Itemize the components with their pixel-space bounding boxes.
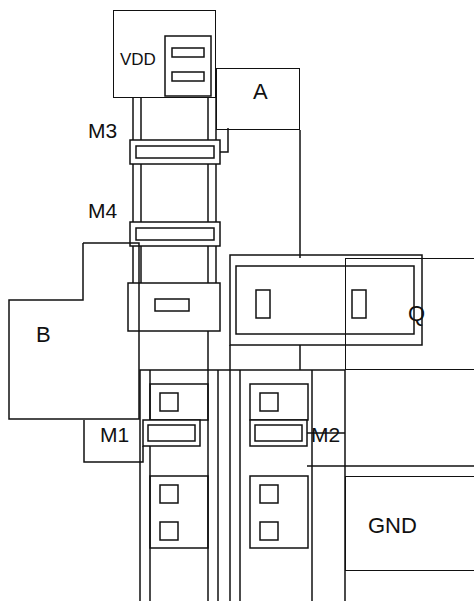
region-label: GND [368, 515, 474, 537]
contact-cut [160, 393, 178, 411]
poly-wire [220, 128, 228, 152]
transistor-gate [130, 222, 220, 246]
transistor-gate [148, 425, 195, 441]
diffusion-edge [239, 370, 241, 601]
transistor-gate [143, 420, 200, 446]
transistor-name: M2 [311, 424, 340, 445]
vdd-contact [165, 36, 211, 96]
contact-frame [150, 384, 208, 420]
contact-cut [160, 522, 178, 540]
poly-wire [299, 345, 301, 370]
diffusion-edge [132, 98, 134, 283]
contact-cut [172, 48, 204, 57]
input-region: A [216, 68, 300, 130]
diffusion-edge [207, 331, 209, 601]
metal-wire [307, 465, 345, 467]
metal-output [236, 266, 414, 334]
diffusion-edge [140, 98, 142, 283]
region-label: B [36, 324, 168, 346]
output-region: Q [345, 258, 474, 370]
diffusion-edge [217, 370, 219, 601]
diffusion-edge [311, 370, 313, 601]
transistor-gate [255, 425, 302, 441]
region-label: Q [408, 303, 474, 325]
region-outline [9, 243, 139, 419]
contact-cut [160, 485, 178, 503]
contact-cut [260, 522, 278, 540]
transistor-name: M1 [100, 424, 129, 445]
transistor-gate [130, 140, 220, 164]
supply-region: VDD [113, 10, 216, 98]
metal-output [230, 255, 422, 345]
diffusion-edge [207, 98, 209, 283]
contact-frame [150, 476, 208, 548]
n-diffusion [140, 370, 345, 601]
metal-wire [345, 465, 474, 467]
contact-cut [260, 393, 278, 411]
region-label: VDD [120, 51, 221, 68]
contact-cut [155, 299, 189, 311]
input-region: B [8, 242, 140, 420]
region-label: A [253, 81, 335, 103]
contact-cut [172, 72, 204, 81]
drain-contact [128, 283, 220, 331]
contact-frame [250, 476, 308, 548]
transistor-gate [136, 146, 214, 158]
transistor-gate [250, 420, 307, 446]
transistor-name: M3 [88, 120, 117, 141]
ground-region: GND [345, 476, 474, 571]
diffusion-edge [229, 345, 231, 601]
contact-cut [352, 290, 366, 318]
contact-frame [250, 384, 308, 420]
transistor-name: M4 [88, 200, 117, 221]
contact-cut [260, 485, 278, 503]
transistor-gate [136, 228, 214, 240]
contact-cut [256, 290, 270, 318]
poly-wire [299, 130, 301, 258]
region-outline [8, 242, 140, 420]
poly-wire [84, 420, 143, 462]
